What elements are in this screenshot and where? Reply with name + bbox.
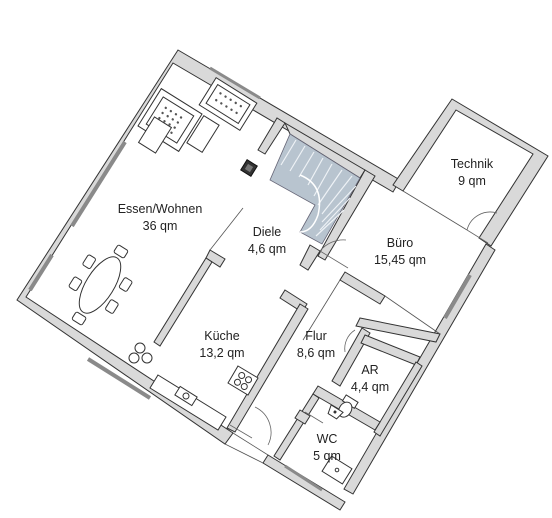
technik-room (392, 98, 549, 247)
window-top (209, 66, 261, 100)
bar-stools (128, 342, 153, 364)
room-name-essen: Essen/Wohnen (118, 202, 203, 216)
room-name-technik: Technik (451, 157, 494, 171)
sofa-side-chair (137, 116, 173, 154)
stove-icon (240, 159, 258, 177)
room-area-buero: 15,45 qm (374, 253, 426, 267)
room-name-diele: Diele (253, 225, 282, 239)
technik-wall (392, 98, 549, 247)
window-bottom (284, 464, 323, 492)
room-area-diele: 4,6 qm (248, 242, 286, 256)
sink-icon (174, 385, 198, 407)
shower-icon (321, 455, 353, 485)
room-area-technik: 9 qm (458, 174, 486, 188)
room-name-flur: Flur (305, 329, 327, 343)
doors (209, 207, 441, 446)
window-bottom-left (86, 357, 152, 400)
room-area-ar: 4,4 qm (351, 380, 389, 394)
room-name-kueche: Küche (204, 329, 239, 343)
outer-wall-bottom (262, 454, 346, 511)
room-area-flur: 8,6 qm (297, 346, 335, 360)
room-area-kueche: 13,2 qm (199, 346, 244, 360)
sofa-top (198, 77, 258, 131)
cooktop-icon (233, 371, 253, 391)
room-name-wc: WC (317, 432, 338, 446)
windows (28, 66, 472, 492)
staircase (269, 133, 361, 245)
room-name-buero: Büro (387, 236, 413, 250)
wc-fixtures (321, 394, 359, 485)
window-left (28, 253, 54, 292)
room-area-essen: 36 qm (143, 219, 178, 233)
coffee-table (186, 114, 220, 154)
room-labels: Essen/Wohnen 36 qm Diele 4,6 qm Technik … (118, 157, 494, 463)
kitchen-counter (128, 342, 259, 431)
room-name-ar: AR (361, 363, 378, 377)
dining-table (68, 244, 133, 326)
window-right (443, 273, 472, 320)
washbasin-icon (327, 404, 344, 420)
room-area-wc: 5 qm (313, 449, 341, 463)
sofa-group (137, 77, 258, 154)
window-top-left (70, 140, 127, 228)
interior-walls (153, 117, 441, 461)
toilet-icon (338, 394, 359, 418)
